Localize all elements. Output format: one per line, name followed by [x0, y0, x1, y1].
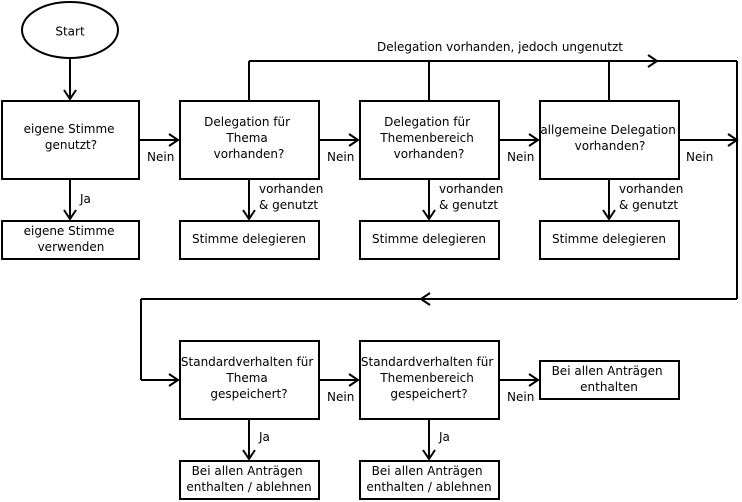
arrowhead — [528, 373, 540, 387]
own-vote-decision-box — [1, 100, 140, 180]
apply-default-box-1 — [179, 460, 320, 500]
delegate-vote-box-1 — [179, 220, 320, 260]
arrowhead — [422, 209, 436, 221]
arrowhead — [348, 373, 360, 387]
use-own-vote-label: eigene Stimme verwenden — [24, 224, 119, 254]
arrowhead — [242, 449, 256, 461]
general-delegation-decision-label: allgemeine Delegation vorhanden? — [540, 123, 679, 153]
delegate-vote-label-1: Stimme delegieren — [192, 232, 306, 246]
edge-label-no-3: Nein — [507, 150, 534, 164]
arrowhead — [63, 89, 77, 101]
delegate-vote-label-2: Stimme delegieren — [372, 232, 486, 246]
topic-delegation-decision-box — [179, 100, 320, 180]
delegate-vote-box-2 — [359, 220, 500, 260]
apply-default-label-2: Bei allen Anträgen enthalten / ablehnen — [366, 464, 491, 494]
arrowhead — [419, 292, 431, 306]
edge-label-no-5: Nein — [327, 390, 354, 404]
edge-label-used-2: vorhanden & genutzt — [439, 182, 507, 212]
topic-default-decision-label: Standardverhalten für Thema gespeichert? — [181, 355, 317, 401]
use-own-vote-box — [1, 220, 140, 260]
arrowhead — [168, 373, 180, 387]
area-default-decision-label: Standardverhalten für Themenbereich gesp… — [361, 355, 497, 401]
edge-label-used-3: vorhanden & genutzt — [619, 182, 687, 212]
edge-label-no-6: Nein — [507, 390, 534, 404]
own-vote-decision-label: eigene Stimme genutzt? — [24, 122, 119, 152]
edge-label-yes-3: Ja — [438, 430, 450, 444]
area-delegation-decision-label: Delegation für Themenbereich vorhanden? — [379, 115, 477, 161]
edge-label-no-2: Nein — [327, 150, 354, 164]
abstain-all-box — [539, 360, 680, 400]
arrowhead — [242, 209, 256, 221]
arrowhead — [348, 133, 360, 147]
arrowhead — [647, 54, 659, 68]
edge-label-used-1: vorhanden & genutzt — [259, 182, 327, 212]
area-default-decision-box — [359, 340, 500, 420]
edge-label-yes-1: Ja — [79, 192, 91, 206]
arrowhead — [63, 209, 77, 221]
delegate-vote-box-3 — [539, 220, 680, 260]
start-label: Start — [55, 25, 85, 39]
arrowhead — [602, 209, 616, 221]
edge-label-no-4: Nein — [686, 150, 713, 164]
topic-delegation-decision-label: Delegation für Thema vorhanden? — [204, 115, 294, 161]
area-delegation-decision-box — [359, 100, 500, 180]
apply-default-label-1: Bei allen Anträgen enthalten / ablehnen — [186, 464, 311, 494]
general-delegation-decision-box — [539, 100, 680, 180]
arrowhead — [422, 449, 436, 461]
arrowhead — [528, 133, 540, 147]
arrowhead — [168, 133, 180, 147]
apply-default-box-2 — [359, 460, 500, 500]
edge-label-yes-2: Ja — [258, 430, 270, 444]
edge-label-no-1: Nein — [147, 150, 174, 164]
delegate-vote-label-3: Stimme delegieren — [552, 232, 666, 246]
abstain-all-label: Bei allen Anträgen enthalten — [552, 364, 667, 394]
edge-label-unused-banner: Delegation vorhanden, jedoch ungenutzt — [377, 40, 623, 54]
